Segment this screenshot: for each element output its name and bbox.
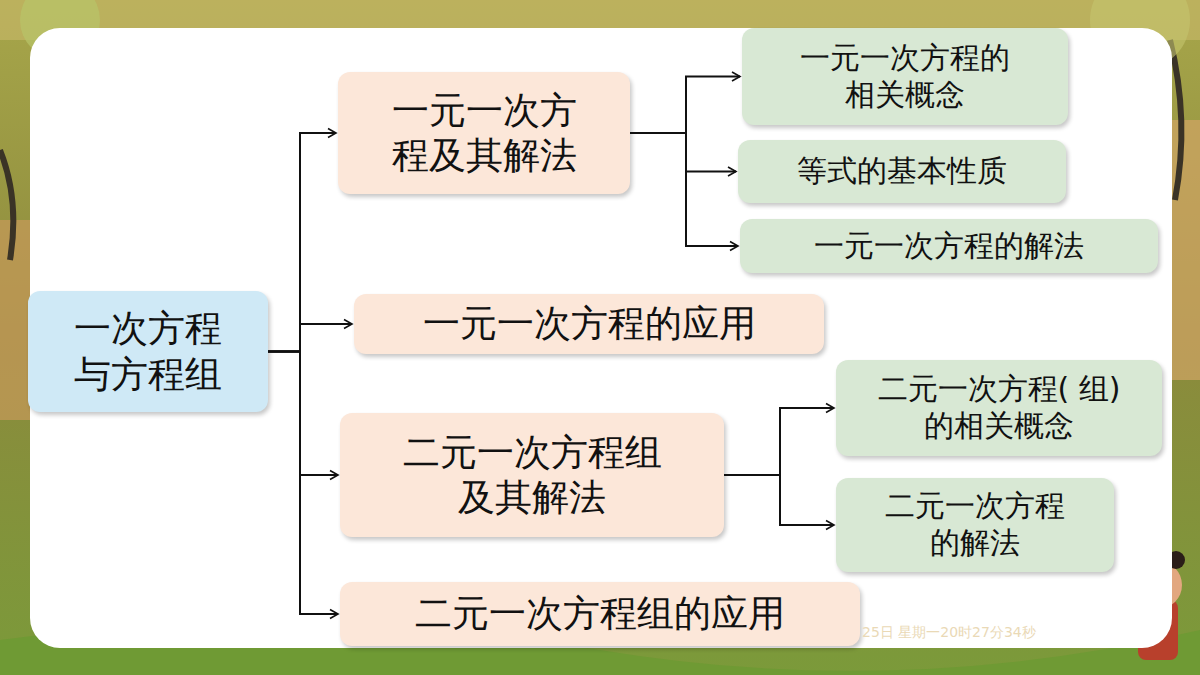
branch-connector	[630, 133, 736, 172]
node-text: 二元一次方程组的应用	[415, 591, 785, 636]
branch-connector	[724, 408, 834, 475]
branch-connector	[724, 475, 834, 525]
branch-connector	[630, 133, 738, 246]
node-text: 一元一次方程的应用	[423, 301, 756, 346]
branch-connector	[268, 352, 338, 615]
branch-connector	[630, 77, 740, 134]
branch-connector	[268, 352, 338, 476]
node-text: 一元一次方 程及其解法	[358, 88, 610, 178]
root-topic-box: 一次方程 与方程组	[28, 291, 268, 412]
subtopic-box: 二元一次方程 的解法	[836, 478, 1114, 572]
subtopic-box: 一元一次方程的解法	[740, 219, 1158, 273]
node-text: 二元一次方程组 及其解法	[360, 430, 704, 520]
branch-connector	[268, 324, 352, 352]
node-text: 二元一次方程 的解法	[856, 488, 1094, 561]
node-text: 一元一次方程的 相关概念	[762, 40, 1048, 113]
timestamp-watermark: 25日 星期一20时27分34秒	[862, 624, 1036, 642]
node-text: 一元一次方程的解法	[814, 228, 1084, 265]
topic-box: 一元一次方程的应用	[354, 294, 824, 354]
branch-connector	[268, 133, 336, 352]
subtopic-box: 等式的基本性质	[738, 140, 1066, 203]
topic-box: 一元一次方 程及其解法	[338, 72, 630, 194]
subtopic-box: 二元一次方程( 组)的相关概念	[836, 360, 1162, 456]
node-text: 一次方程 与方程组	[48, 306, 248, 396]
topic-box: 二元一次方程组 及其解法	[340, 413, 724, 537]
node-text: 二元一次方程( 组)的相关概念	[856, 371, 1142, 444]
topic-box: 二元一次方程组的应用	[340, 582, 860, 646]
subtopic-box: 一元一次方程的 相关概念	[742, 28, 1068, 125]
node-text: 等式的基本性质	[797, 153, 1007, 190]
